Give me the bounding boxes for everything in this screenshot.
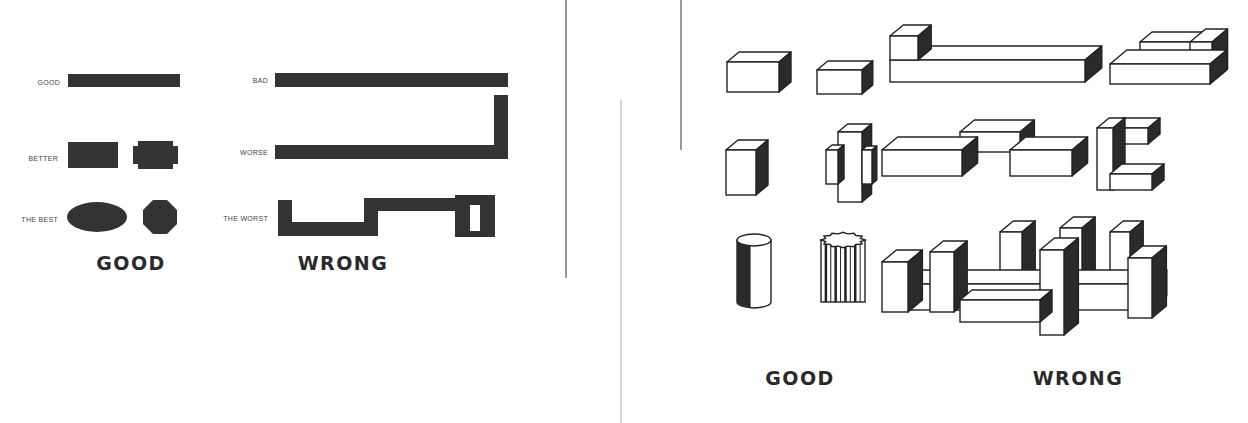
row-label: BAD bbox=[253, 77, 268, 84]
flat-shapes bbox=[67, 73, 508, 237]
solid-block bbox=[1010, 137, 1088, 176]
solid-block bbox=[882, 137, 978, 176]
divider-line bbox=[680, 0, 682, 150]
row-label: THE WORST bbox=[223, 215, 268, 222]
row-label: THE BEST bbox=[21, 216, 58, 223]
solid-block bbox=[890, 25, 931, 60]
column-heading: WRONG bbox=[298, 252, 389, 274]
row-label: BETTER bbox=[29, 155, 58, 162]
row-label: WORSE bbox=[240, 149, 268, 156]
column-heading: GOOD bbox=[96, 252, 166, 274]
cylinder bbox=[737, 234, 771, 308]
solid-block bbox=[826, 145, 844, 184]
solid-block bbox=[838, 124, 872, 202]
column-heading: GOOD bbox=[765, 367, 835, 389]
column-heading: WRONG bbox=[1033, 367, 1124, 389]
solid-block bbox=[726, 140, 768, 195]
solid-shapes bbox=[726, 25, 1228, 335]
row-label: GOOD bbox=[37, 79, 60, 86]
solid-block bbox=[882, 250, 922, 312]
solid-block bbox=[817, 61, 873, 94]
solid-block bbox=[1110, 50, 1227, 84]
solid-block bbox=[1128, 246, 1166, 318]
solid-block bbox=[1040, 238, 1078, 335]
fluted-column bbox=[821, 232, 865, 302]
solid-block bbox=[1110, 164, 1164, 190]
divider-line bbox=[565, 0, 567, 278]
solid-block bbox=[960, 290, 1052, 322]
solid-block bbox=[727, 52, 791, 92]
divider-line bbox=[621, 100, 622, 423]
solid-block bbox=[862, 146, 877, 184]
